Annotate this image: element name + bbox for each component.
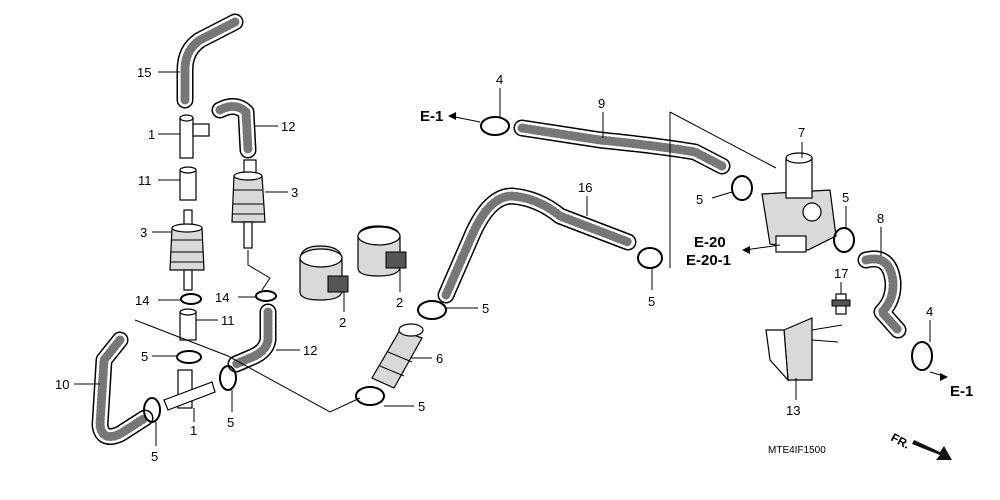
callout-2-left: 2 — [339, 315, 346, 330]
front-direction-arrow — [912, 440, 952, 460]
callout-11-upper: 11 — [138, 173, 152, 188]
clamp-5-e — [355, 386, 385, 406]
callout-5-a: 5 — [141, 349, 148, 364]
t-joint-1-lower — [163, 369, 216, 411]
joint-11-lower — [179, 308, 197, 341]
hose-9 — [513, 119, 731, 175]
hose-8 — [857, 250, 907, 339]
hose-12-lower — [227, 303, 277, 373]
clamp-5-g — [731, 175, 753, 201]
callout-9: 9 — [598, 96, 605, 111]
callout-5-h: 5 — [842, 190, 849, 205]
callout-13: 13 — [786, 403, 800, 418]
callout-12-upper: 12 — [281, 119, 295, 134]
callout-labels: 15 1 11 3 14 5 10 5 1 12 3 14 11 12 5 2 … — [55, 65, 933, 464]
t-joint-1-upper — [179, 114, 210, 159]
diagram-code: MTE4IF1500 — [768, 445, 826, 456]
filter-3-left — [169, 209, 205, 291]
cap-2-left — [299, 245, 349, 301]
bracket-13 — [765, 317, 843, 382]
callout-2-right: 2 — [396, 295, 403, 310]
clamp-5-d — [417, 300, 447, 320]
leader-lines — [74, 71, 931, 446]
callout-5-b: 5 — [151, 449, 158, 464]
clamp-4-right — [911, 341, 933, 371]
callout-14-left: 14 — [135, 293, 149, 308]
joint-6 — [371, 323, 424, 389]
callout-1-upper: 1 — [148, 127, 155, 142]
filter-3-right — [231, 159, 266, 249]
clamp-5-b — [143, 397, 161, 423]
ref-e1-top: E-1 — [420, 108, 443, 125]
front-marker-label: FR. — [889, 430, 913, 451]
ref-e20-1: E-20-1 — [686, 252, 731, 269]
joint-11-upper — [179, 166, 197, 201]
callout-5-c: 5 — [227, 415, 234, 430]
clamp-5-c — [219, 365, 237, 391]
reference-labels: E-1 E-20 E-20-1 E-1 — [420, 108, 973, 400]
clamp-5-h — [833, 227, 855, 253]
callout-5-e: 5 — [418, 399, 425, 414]
callout-15: 15 — [137, 65, 151, 80]
hose-12-upper — [211, 98, 257, 159]
callout-4-right: 4 — [926, 304, 933, 319]
cap-2-right — [357, 225, 407, 277]
callout-5-g: 5 — [696, 192, 703, 207]
callout-16: 16 — [578, 180, 592, 195]
callout-10: 10 — [55, 377, 69, 392]
clamp-4-top — [480, 116, 510, 136]
callout-11-lower: 11 — [221, 313, 235, 328]
callout-1-lower: 1 — [190, 423, 197, 438]
callout-7: 7 — [798, 125, 805, 140]
hose-10 — [91, 331, 154, 445]
ref-e20: E-20 — [694, 234, 726, 251]
callout-5-f: 5 — [648, 294, 655, 309]
ref-e1-bottom: E-1 — [950, 383, 973, 400]
callout-3-right: 3 — [291, 185, 298, 200]
joint-17 — [831, 293, 851, 315]
callout-8: 8 — [877, 211, 884, 226]
valve-7 — [761, 152, 837, 253]
clamp-5-f — [637, 247, 663, 269]
reference-arrows — [448, 112, 948, 381]
hose-16 — [437, 187, 637, 304]
callout-5-d: 5 — [482, 301, 489, 316]
callout-14-right: 14 — [215, 290, 229, 305]
callout-6: 6 — [436, 351, 443, 366]
callout-3-left: 3 — [140, 225, 147, 240]
clamp-14-right — [255, 290, 277, 302]
callout-12-lower: 12 — [303, 343, 317, 358]
clamp-14-left — [180, 293, 202, 305]
callout-17: 17 — [834, 266, 848, 281]
hose-15 — [176, 13, 244, 109]
clamp-5-a — [176, 350, 202, 364]
callout-4-top: 4 — [496, 72, 503, 87]
